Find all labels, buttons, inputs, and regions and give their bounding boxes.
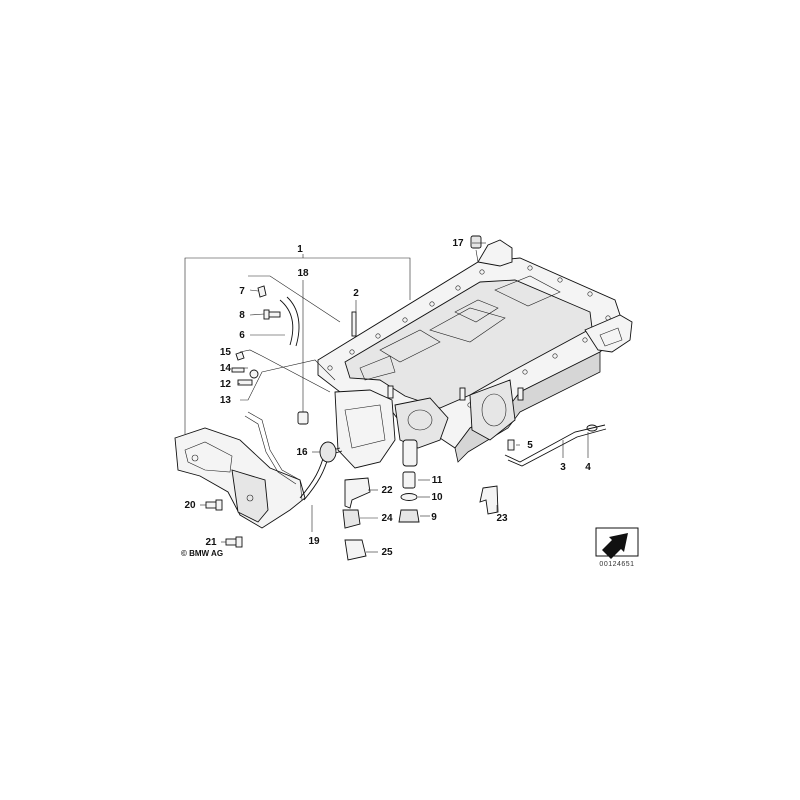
callout-labels: 1 18 2 17 7 8 6 15 14 12 13 16 5 3 4 11 … <box>184 238 591 558</box>
callout-21: 21 <box>205 537 217 548</box>
callout-23: 23 <box>496 513 508 524</box>
dipstick-tube <box>279 296 300 347</box>
copyright-text: © BMW AG <box>181 549 223 558</box>
callout-2: 2 <box>353 288 359 299</box>
lower-cover-plate <box>174 427 306 529</box>
reference-badge: 00124651 <box>595 527 639 568</box>
small-parts <box>205 235 607 561</box>
callout-13: 13 <box>220 395 232 406</box>
callout-12: 12 <box>220 379 232 390</box>
callout-9: 9 <box>431 512 437 523</box>
callout-1: 1 <box>297 244 303 255</box>
reference-number: 00124651 <box>599 561 634 568</box>
callout-24: 24 <box>381 513 393 524</box>
callout-11: 11 <box>432 475 443 486</box>
flange-bolt-holes <box>327 265 611 408</box>
leader-lines <box>184 242 589 553</box>
oil-pan-housing <box>317 239 633 469</box>
callout-20: 20 <box>184 500 196 511</box>
callout-22: 22 <box>381 485 393 496</box>
callout-17: 17 <box>452 238 464 249</box>
callout-10: 10 <box>431 492 443 503</box>
callout-15: 15 <box>220 347 232 358</box>
callout-3: 3 <box>560 462 566 473</box>
direction-arrow-icon <box>602 533 628 559</box>
callout-5: 5 <box>527 440 533 451</box>
callout-6: 6 <box>239 330 245 341</box>
callout-19: 19 <box>308 536 320 547</box>
callout-7: 7 <box>239 286 245 297</box>
callout-4: 4 <box>585 462 591 473</box>
callout-18: 18 <box>297 268 309 279</box>
callout-16: 16 <box>296 447 308 458</box>
gasket-outline <box>244 411 303 501</box>
callout-25: 25 <box>381 547 393 558</box>
callout-8: 8 <box>239 310 245 321</box>
callout-14: 14 <box>220 363 232 374</box>
